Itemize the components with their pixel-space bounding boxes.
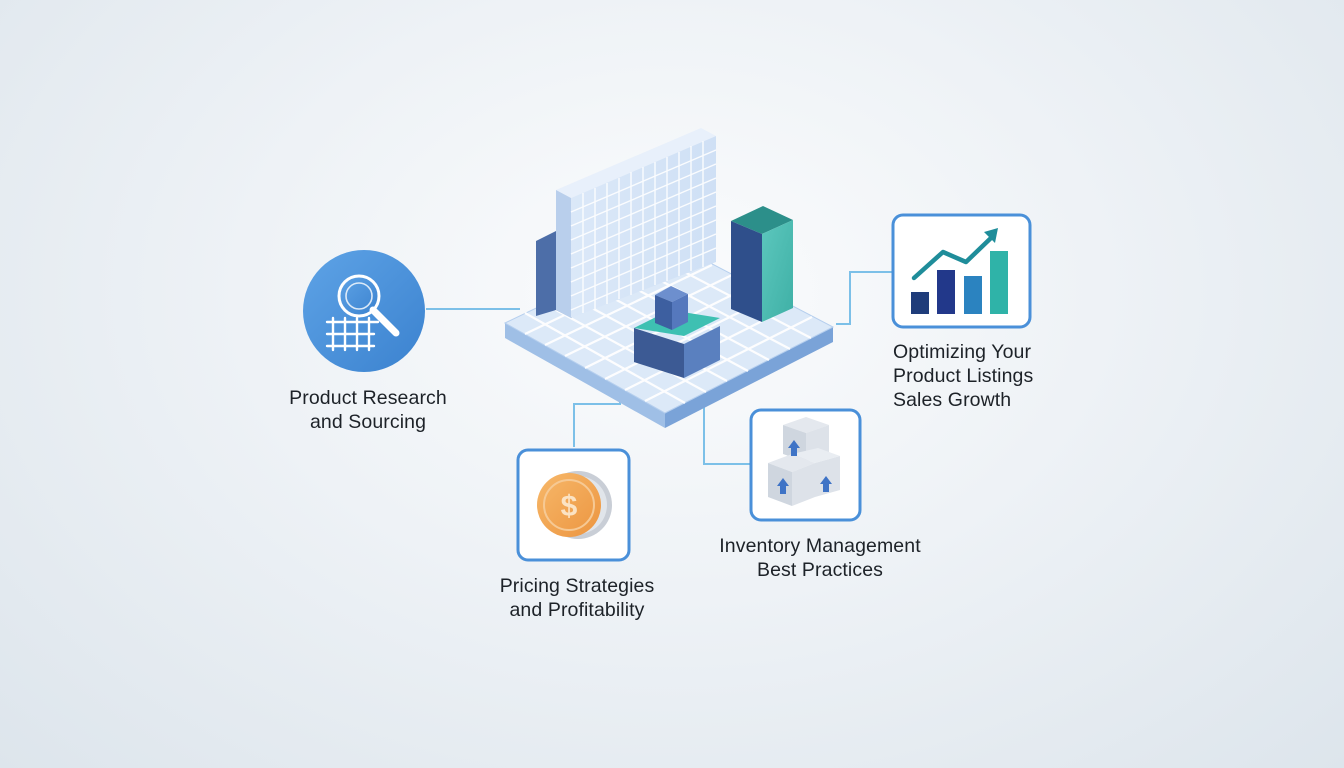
stacked-boxes-icon	[768, 417, 840, 506]
listings-title-line3: Sales Growth	[893, 389, 1012, 411]
inventory-title-line1: Inventory Management	[719, 535, 921, 557]
research-node	[303, 250, 425, 372]
magnifier-grid-icon	[325, 274, 400, 352]
connector-listings	[836, 271, 892, 325]
label-inventory: Inventory Management Best Practices	[700, 534, 940, 582]
research-title-line2: and Sourcing	[309, 411, 427, 433]
pricing-node: $	[516, 448, 631, 562]
coin-dollar-icon: $	[537, 471, 612, 539]
connector-inventory	[703, 392, 750, 465]
pricing-title-line1: Pricing Strategies	[499, 575, 655, 597]
listings-title-line1: Optimizing Your	[893, 341, 1032, 363]
svg-text:$: $	[561, 490, 578, 523]
pricing-title-line2: and Profitability	[509, 599, 645, 621]
inventory-node	[749, 408, 862, 522]
label-listings: Optimizing Your Product Listings Sales G…	[893, 340, 1093, 412]
label-pricing: Pricing Strategies and Profitability	[477, 574, 677, 622]
listings-title-line2: Product Listings	[893, 365, 1034, 387]
central-platform-illustration	[503, 128, 835, 428]
inventory-title-line2: Best Practices	[756, 559, 884, 581]
label-research: Product Research and Sourcing	[268, 386, 468, 434]
research-title-line1: Product Research	[289, 387, 447, 409]
growth-chart-icon	[911, 228, 1008, 314]
listings-node	[891, 213, 1032, 329]
